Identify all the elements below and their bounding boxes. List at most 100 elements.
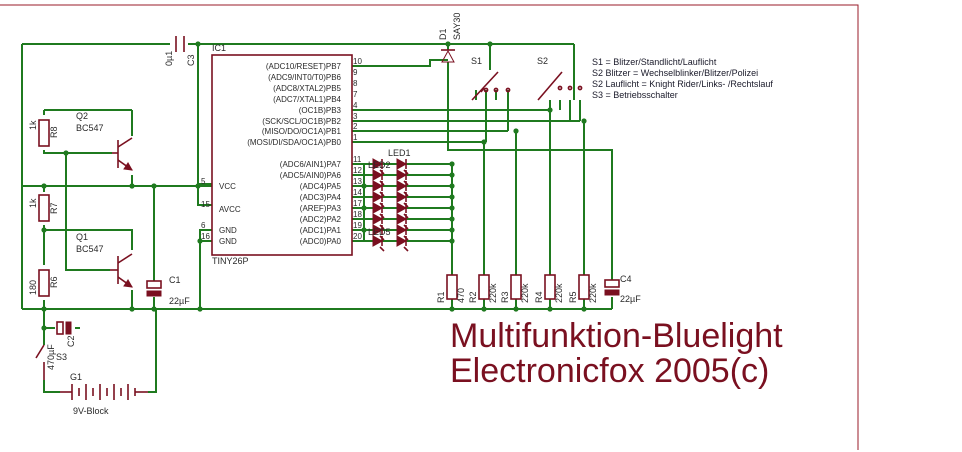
- ic-right-pin-label: (ADC6/AIN1)PA7: [280, 160, 342, 169]
- transistor-q1: Q1 BC547: [76, 232, 133, 288]
- ic-left-pin-label: GND: [219, 226, 237, 235]
- resistor-body: [544, 274, 556, 300]
- ic-type: TINY26P: [212, 256, 249, 266]
- ic-right-pin-label: (ADC8/XTAL2)PB5: [273, 84, 341, 93]
- c4-value: 22µF: [620, 294, 641, 304]
- ic-right-pin-label: (ADC10/RESET)PB7: [266, 62, 342, 71]
- ic-right-pin-label: (ADC9/INT0/T0)PB6: [268, 73, 341, 82]
- ic-right-pin-label: (ADC5/AIN0)PA6: [280, 171, 342, 180]
- ic-right-pin-label: (AREF)PA3: [300, 204, 342, 213]
- resistor-value: 470: [456, 288, 466, 303]
- led-ray: [379, 246, 385, 252]
- note-2: S2 Blitzer = Wechselblinker/Blitzer/Poli…: [592, 68, 758, 78]
- led-symbol: [396, 191, 408, 203]
- ic-left-pin-number: 5: [201, 177, 206, 186]
- q2-value: BC547: [76, 123, 104, 133]
- led-symbol: [396, 158, 408, 170]
- title-line-2: Electronicfox 2005(c): [450, 352, 769, 390]
- switch-s2: S2: [537, 56, 583, 101]
- ic-left-pin-label: VCC: [219, 182, 236, 191]
- resistor-name: R3: [500, 291, 510, 303]
- resistor-r8: 1k R8: [28, 119, 59, 147]
- r6-label: R6: [49, 276, 59, 288]
- led5-label: LED5: [368, 227, 391, 237]
- led-symbol: [396, 169, 408, 181]
- junction-dots: [41, 41, 587, 331]
- led-symbol: [372, 158, 384, 170]
- led-symbol: [372, 180, 384, 192]
- notes-block: S1 = Blitzer/Standlicht/Lauflicht S2 Bli…: [592, 57, 773, 100]
- resistor-name: R1: [436, 291, 446, 303]
- q1-value: BC547: [76, 244, 104, 254]
- capacitor-c1: C1 22µF: [146, 275, 190, 306]
- led-symbol: [372, 169, 384, 181]
- ic-name: IC1: [212, 43, 226, 53]
- d1-value: SAY30: [452, 13, 462, 40]
- ic-right-pin-number: 17: [353, 199, 362, 208]
- note-3: S2 Lauflicht = Knight Rider/Links- /Rech…: [592, 79, 773, 89]
- ic-right-pin-label: (ADC7/XTAL1)PB4: [273, 95, 341, 104]
- resistor-body: [446, 274, 458, 300]
- c2-label: C2: [66, 335, 76, 347]
- ic-right-pin-number: 8: [353, 79, 358, 88]
- wires: [21, 43, 613, 393]
- switch-s3: S3: [35, 344, 67, 380]
- ic-right-pin-number: 10: [353, 57, 362, 66]
- led-symbol: [372, 235, 384, 247]
- ic-right-pin-number: 1: [353, 133, 358, 142]
- note-4: S3 = Betriebsschalter: [592, 90, 678, 100]
- c3-value: 0µ1: [164, 51, 174, 66]
- ic-left-pin-label: GND: [219, 237, 237, 246]
- resistor-r6: 180 R6: [28, 269, 59, 297]
- q1-name: Q1: [76, 232, 88, 242]
- ic-right-pin-number: 13: [353, 177, 362, 186]
- g1-value: 9V-Block: [73, 406, 109, 416]
- ic-left-pin-label: AVCC: [219, 205, 241, 214]
- battery-g1: G1 9V-Block: [60, 372, 148, 416]
- ic-right-pin-label: (ADC2)PA2: [300, 215, 342, 224]
- ic-right-pin-label: (ADC3)PA4: [300, 193, 342, 202]
- resistor-name: R5: [568, 291, 578, 303]
- switch-s1: S1: [471, 56, 511, 101]
- diode-d1: D1 SAY30: [438, 13, 462, 63]
- c1-label: C1: [169, 275, 181, 285]
- ic-right-pin-label: (ADC0)PA0: [300, 237, 342, 246]
- led-symbol: [372, 224, 384, 236]
- r7-label: R7: [49, 202, 59, 214]
- ic-right-pin-number: 2: [353, 122, 358, 131]
- ic-right-pin-number: 14: [353, 188, 362, 197]
- led-symbol: [396, 180, 408, 192]
- resistor-name: R2: [468, 291, 478, 303]
- c1-value: 22µF: [169, 296, 190, 306]
- ic-right-pin-number: 12: [353, 166, 362, 175]
- title-line-1: Multifunktion-Bluelight: [450, 317, 783, 355]
- c4-label: C4: [620, 274, 632, 284]
- c3-label: C3: [186, 54, 196, 66]
- ic-right-pin-number: 11: [353, 155, 362, 164]
- c2-value: 470µF: [46, 344, 56, 370]
- led-symbol: [396, 235, 408, 247]
- resistor-value: 220k: [554, 283, 564, 303]
- ic-right-pin-label: (ADC4)PA5: [300, 182, 342, 191]
- ic-right-pin-label: (MISO/DO/OC1A)PB1: [262, 127, 342, 136]
- d1-label: D1: [438, 28, 448, 40]
- ic-right-pin-label: (ADC1)PA1: [300, 226, 342, 235]
- capacitor-c3: 0µ1 C3: [164, 36, 196, 66]
- led-ray: [403, 246, 409, 252]
- ic-left-pin-number: 16: [201, 232, 210, 241]
- ic-right-pin-number: 19: [353, 221, 362, 230]
- led-symbol: [372, 213, 384, 225]
- drawing-frame: [0, 4, 859, 450]
- resistor-body: [478, 274, 490, 300]
- ic-right-pin-label: (OC1B)PB3: [299, 106, 342, 115]
- led2-label: LED2: [368, 160, 391, 170]
- transistor-q2: Q2 BC547: [76, 111, 133, 171]
- r8-label: R8: [49, 126, 59, 138]
- led-symbol: [372, 191, 384, 203]
- s3-label: S3: [56, 352, 67, 362]
- resistor-body: [510, 274, 522, 300]
- resistor-name: R4: [534, 291, 544, 303]
- led-symbol: [396, 202, 408, 214]
